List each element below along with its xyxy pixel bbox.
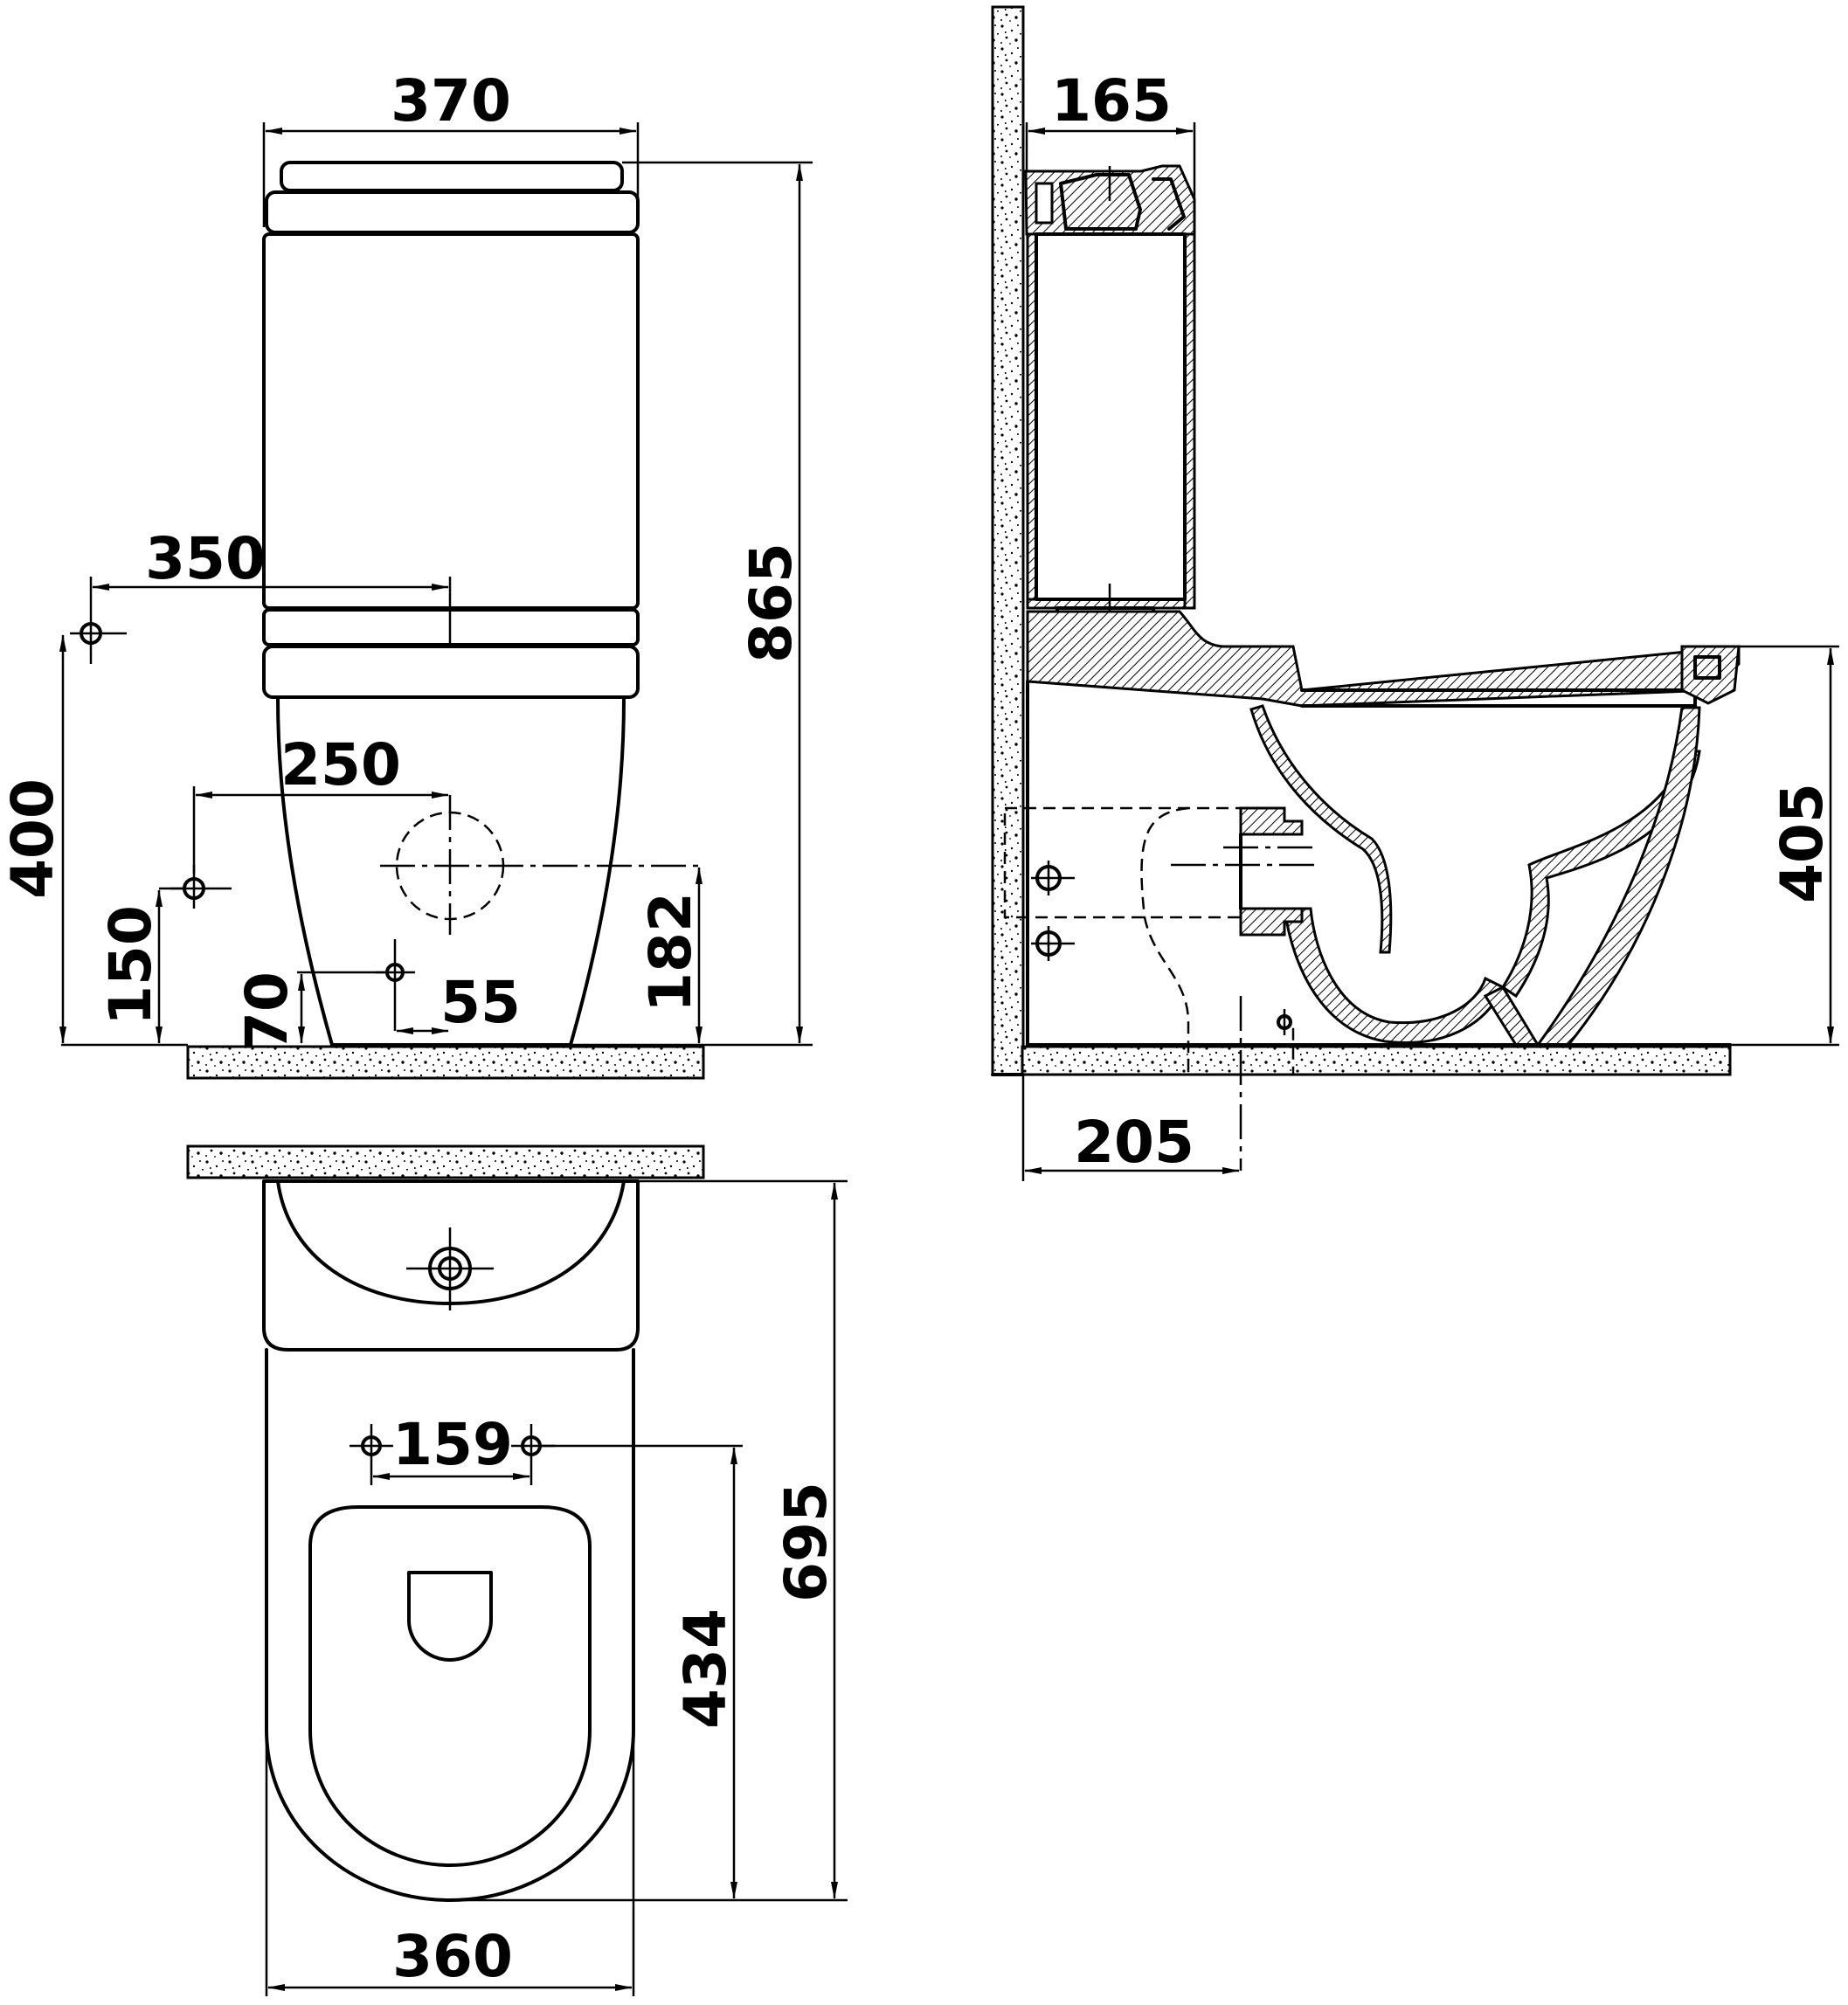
dim-405: 405: [1768, 783, 1836, 903]
pedestal-front-section: [1535, 706, 1701, 1047]
flush-mechanism-top: [1059, 173, 1142, 231]
tank-lid-top: [280, 161, 624, 192]
dim-55: 55: [440, 969, 521, 1036]
trap-section: [1249, 704, 1393, 954]
top-tank-outline: [262, 1179, 640, 1352]
dim-400: 400: [0, 778, 66, 899]
dim-70: 70: [233, 971, 301, 1052]
dim-165: 165: [1051, 67, 1172, 135]
bowl-rim: [262, 645, 640, 699]
lid-inner-fold: [1152, 177, 1186, 231]
pedestal: [276, 697, 626, 1047]
dim-250: 250: [280, 731, 401, 799]
tank-lid: [265, 190, 640, 234]
dim-150: 150: [97, 905, 164, 1026]
side-view: 165 405 205: [991, 5, 1839, 1181]
dim-182: 182: [637, 892, 704, 1013]
bowl-opening: [407, 1571, 493, 1662]
connector-section: [1239, 806, 1304, 836]
dim-865: 865: [737, 543, 805, 663]
bowl-shell-section: [1026, 610, 1741, 708]
side-floor: [1021, 1045, 1732, 1076]
dim-370: 370: [391, 67, 511, 135]
top-view: 159 695 434 360: [186, 1144, 848, 1996]
dim-205: 205: [1074, 1109, 1194, 1176]
front-floor: [186, 1045, 705, 1080]
dim-360: 360: [392, 1923, 513, 1990]
tank-body: [262, 232, 640, 610]
outlet-dashed: [1003, 806, 1242, 919]
dim-159: 159: [392, 1411, 513, 1478]
side-wall: [991, 5, 1025, 1076]
top-wall: [186, 1144, 705, 1179]
tank-inner: [1035, 232, 1187, 601]
seat-outline: [308, 1505, 592, 1867]
front-view: 370 865 350 400 250 150 182 70 55: [0, 67, 813, 1080]
dim-350: 350: [145, 525, 266, 592]
dim-434: 434: [672, 1608, 739, 1729]
rim-section: [1680, 645, 1741, 705]
dim-695: 695: [772, 1482, 840, 1602]
